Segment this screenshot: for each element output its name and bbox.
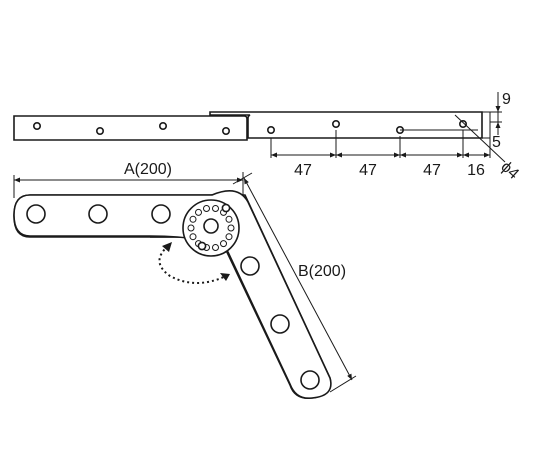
dim-b-label: B(200) — [298, 263, 346, 280]
mount-hole — [151, 204, 171, 224]
mount-hole — [26, 204, 46, 224]
side-view-plate-b — [209, 111, 483, 139]
ratchet-hole — [225, 215, 233, 223]
ratchet-hole — [203, 205, 210, 212]
rotation-arrow — [158, 245, 227, 284]
mount-hole — [240, 256, 260, 276]
dim-b-line — [243, 177, 353, 381]
side-view: 47 47 47 16 9 5 ϕ4 — [13, 91, 522, 183]
hole — [331, 120, 340, 129]
mount-hole — [88, 204, 108, 224]
hole — [32, 122, 41, 131]
end-offset-label: 16 — [467, 162, 485, 179]
hole — [266, 126, 275, 135]
rotation-arrowheads — [162, 242, 230, 281]
ratchet-disc — [182, 199, 240, 257]
ratchet-hole — [220, 240, 227, 248]
ratchet-hole — [187, 224, 195, 232]
ratchet-hole — [212, 244, 219, 251]
edge-offset-label: 5 — [492, 134, 501, 151]
ratchet-hole — [189, 215, 197, 223]
hole — [222, 127, 231, 136]
ratchet-hole — [212, 205, 219, 212]
ratchet-hole — [227, 224, 235, 232]
pivot-hole — [203, 218, 219, 234]
thickness-label: 9 — [502, 91, 511, 108]
dimension-arrows — [271, 152, 490, 158]
hole — [458, 120, 467, 129]
mount-hole — [270, 314, 290, 334]
hole-dia-label: ϕ4 — [497, 158, 522, 183]
pitch-label-1: 47 — [294, 162, 312, 179]
hole — [96, 127, 105, 136]
ratchet-hole — [189, 233, 197, 241]
mount-hole — [300, 370, 320, 390]
front-view: A(200) B(200) — [13, 161, 357, 400]
dim-a-label: A(200) — [124, 161, 172, 178]
hole — [159, 122, 168, 131]
lock-pin — [221, 203, 231, 213]
hinge-body — [13, 190, 332, 400]
ratchet-hole — [195, 208, 202, 216]
side-view-plate-a — [13, 115, 248, 141]
lock-pin — [197, 241, 207, 251]
hole-dia-leader — [454, 114, 506, 163]
pitch-label-2: 47 — [359, 162, 377, 179]
pitch-label-3: 47 — [423, 162, 441, 179]
ratchet-hole — [225, 233, 233, 241]
